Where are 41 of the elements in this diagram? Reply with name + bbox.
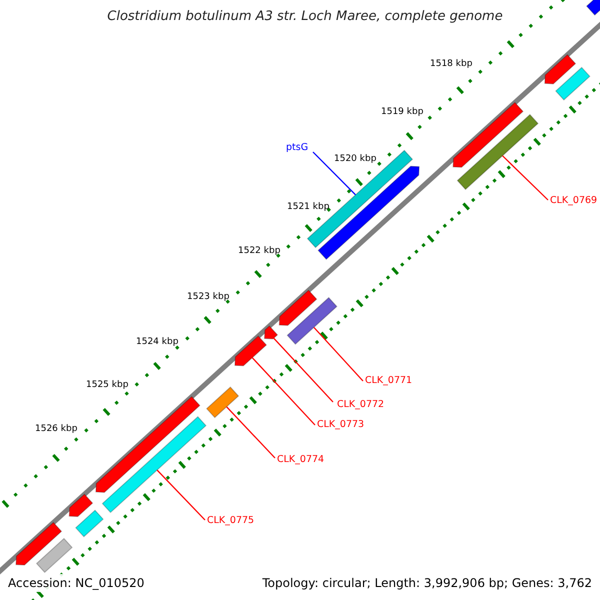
- scale-label: 1522 kbp: [238, 247, 280, 256]
- leader-line: [502, 155, 548, 200]
- gene-block: [102, 416, 207, 514]
- scale-label: 1524 kbp: [136, 338, 178, 347]
- scale-label: 1525 kbp: [86, 381, 128, 390]
- gene-label: CLK_0775: [207, 516, 254, 526]
- gene-label: CLK_0769: [550, 196, 598, 206]
- leader-line: [273, 338, 334, 402]
- gene-label: CLK_0771: [365, 376, 412, 386]
- leader-line: [226, 406, 276, 458]
- leader-line: [252, 357, 316, 426]
- gene-block: [555, 66, 590, 101]
- diagram-title: Clostridium botulinum A3 str. Loch Maree, complete genome: [106, 10, 504, 23]
- gene-block-pointed: [452, 102, 524, 168]
- scale-label: 1519 kbp: [381, 108, 424, 117]
- gene-block: [286, 296, 338, 345]
- gene-block-pointed: [264, 325, 278, 340]
- gene-block: [75, 510, 104, 538]
- genome-info-text: Topology: circular; Length: 3,992,906 bp; Genes: 3,762: [262, 577, 592, 589]
- gene-block: [206, 386, 240, 418]
- gene-block-pointed: [586, 0, 600, 16]
- leader-line: [156, 470, 206, 520]
- gene-block-pointed: [95, 396, 200, 493]
- gene-block: [36, 538, 73, 574]
- leader-line: [312, 152, 356, 196]
- gene-label: CLK_0774: [277, 455, 324, 464]
- scale-label: 1521 kbp: [287, 203, 330, 212]
- leader-line: [313, 326, 364, 382]
- scale-label: 1523 kbp: [187, 293, 230, 302]
- scale-label: 1526 kbp: [35, 425, 78, 434]
- gene-label: ptsG: [286, 143, 308, 152]
- gene-label: CLK_0773: [317, 420, 364, 430]
- scale-label: 1520 kbp: [334, 155, 376, 164]
- scale-label: 1518 kbp: [430, 60, 472, 69]
- gene-block: [456, 114, 539, 190]
- gene-label: CLK_0772: [337, 400, 384, 410]
- gene-block-pointed: [16, 522, 62, 566]
- gene-block-pointed: [544, 54, 576, 84]
- gene-block-pointed: [234, 335, 268, 366]
- gene-block-pointed: [278, 290, 318, 326]
- gene-block-pointed: [68, 494, 94, 518]
